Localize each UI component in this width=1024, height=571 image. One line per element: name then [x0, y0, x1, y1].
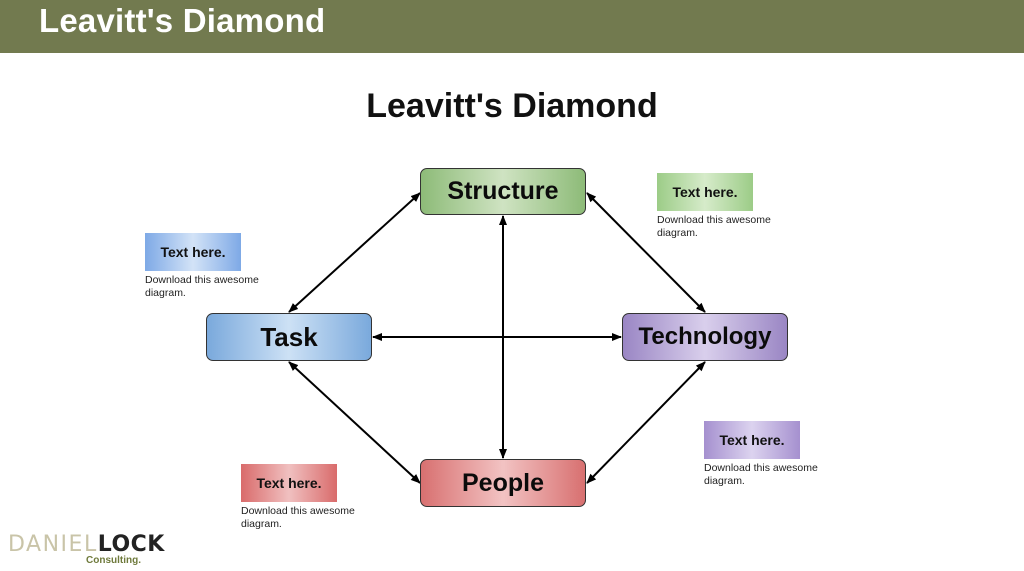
- note-top-left: Text here. Download this awesome diagram…: [145, 233, 265, 300]
- note-bottom-right: Text here. Download this awesome diagram…: [704, 421, 824, 488]
- node-structure: Structure: [420, 168, 586, 215]
- header-title: Leavitt's Diamond: [39, 2, 326, 39]
- arrow-task-structure: [288, 192, 421, 313]
- arrow-task-people: [288, 361, 421, 484]
- arrow-structure-technology: [586, 192, 706, 313]
- arrow-technology-people: [586, 361, 706, 484]
- note-description: Download this awesome diagram.: [241, 505, 355, 530]
- note-description: Download this awesome diagram.: [657, 214, 771, 239]
- node-task: Task: [206, 313, 372, 361]
- note-label: Text here.: [704, 421, 800, 459]
- header-bar: Leavitt's Diamond: [0, 0, 1024, 53]
- diagram-title: Leavitt's Diamond: [366, 87, 658, 125]
- note-label: Text here.: [657, 173, 753, 211]
- note-description: Download this awesome diagram.: [704, 462, 818, 487]
- note-description: Download this awesome diagram.: [145, 274, 259, 299]
- node-technology: Technology: [622, 313, 788, 361]
- node-people: People: [420, 459, 586, 507]
- note-bottom-left: Text here. Download this awesome diagram…: [241, 464, 361, 531]
- company-logo: DANIELLOCK Consulting.: [8, 532, 165, 567]
- logo-last-name: LOCK: [97, 532, 165, 557]
- note-label: Text here.: [145, 233, 241, 271]
- note-top-right: Text here. Download this awesome diagram…: [657, 173, 777, 240]
- note-label: Text here.: [241, 464, 337, 502]
- logo-first-name: DANIEL: [8, 532, 98, 557]
- logo-subtitle: Consulting.: [86, 555, 141, 566]
